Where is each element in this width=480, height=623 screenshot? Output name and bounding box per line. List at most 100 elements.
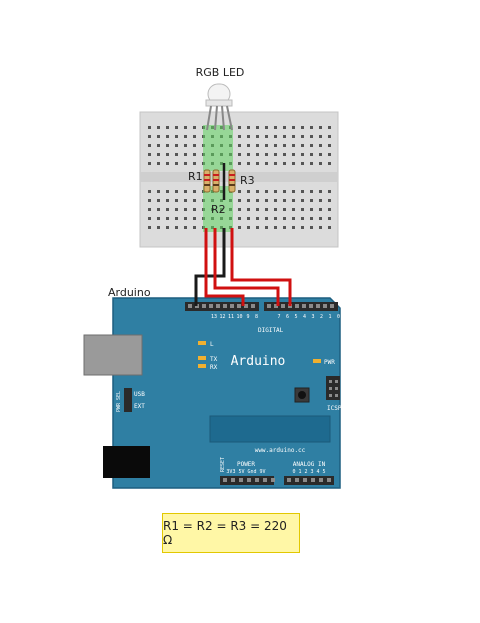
breadboard-hole: [175, 135, 178, 138]
icsp-pin: [335, 394, 338, 397]
breadboard-hole: [265, 199, 268, 202]
led-tx-label: TX: [210, 356, 218, 363]
reset-button: [298, 391, 306, 399]
breadboard-hole: [166, 190, 169, 193]
breadboard-hole: [274, 199, 277, 202]
breadboard-hole: [328, 126, 331, 129]
breadboard-hole: [157, 135, 160, 138]
breadboard-hole: [310, 199, 313, 202]
breadboard-hole: [193, 153, 196, 156]
breadboard-hole: [193, 199, 196, 202]
header-pin: [323, 304, 327, 308]
breadboard-hole: [184, 226, 187, 229]
breadboard-hole: [292, 162, 295, 165]
led-l: [198, 341, 206, 345]
breadboard-hole: [175, 208, 178, 211]
pin-number-label: 3: [311, 314, 314, 320]
header-pin: [223, 478, 227, 482]
breadboard-hole: [148, 190, 151, 193]
breadboard-hole: [184, 144, 187, 147]
breadboard-hole: [175, 144, 178, 147]
breadboard-hole: [166, 126, 169, 129]
breadboard-hole: [265, 190, 268, 193]
breadboard-hole: [157, 217, 160, 220]
power-pins-label: 3V3 5V Gnd 9V: [226, 469, 265, 475]
breadboard-hole: [184, 126, 187, 129]
breadboard-hole: [301, 153, 304, 156]
breadboard-hole: [274, 126, 277, 129]
breadboard-hole: [310, 217, 313, 220]
breadboard-hole: [292, 153, 295, 156]
digital-label: DIGITAL: [258, 327, 284, 334]
header-pin: [202, 304, 206, 308]
breadboard-hole: [247, 153, 250, 156]
wire-gnd: [194, 228, 226, 306]
breadboard-hole: [157, 208, 160, 211]
breadboard-hole: [274, 190, 277, 193]
breadboard-hole: [238, 153, 241, 156]
breadboard-hole: [301, 126, 304, 129]
breadboard: [139, 111, 339, 248]
breadboard-hole: [166, 135, 169, 138]
breadboard-hole: [283, 217, 286, 220]
analog-pins-label: 0 1 2 3 4 5: [292, 469, 325, 475]
breadboard-hole: [310, 226, 313, 229]
breadboard-hole: [256, 153, 259, 156]
breadboard-hole: [184, 162, 187, 165]
pin-number-label: 11: [228, 314, 234, 320]
breadboard-hole: [274, 162, 277, 165]
breadboard-hole: [166, 217, 169, 220]
pin-number-label: 7: [277, 314, 280, 320]
header-pin: [302, 304, 306, 308]
header-pin: [239, 478, 243, 482]
header-pin: [267, 304, 271, 308]
breadboard-hole: [292, 217, 295, 220]
breadboard-hole: [265, 226, 268, 229]
icsp-pin: [329, 387, 332, 390]
breadboard-hole: [157, 126, 160, 129]
breadboard-hole: [292, 208, 295, 211]
breadboard-hole: [238, 144, 241, 147]
breadboard-hole: [319, 190, 322, 193]
header-pin: [319, 478, 323, 482]
icsp-pin: [335, 380, 338, 383]
usb-connector: [83, 334, 143, 376]
breadboard-hole: [175, 217, 178, 220]
breadboard-hole: [157, 144, 160, 147]
breadboard-hole: [319, 126, 322, 129]
breadboard-hole: [283, 153, 286, 156]
breadboard-hole: [283, 126, 286, 129]
breadboard-hole: [256, 208, 259, 211]
pin-number-label: 8: [255, 314, 258, 320]
breadboard-hole: [274, 144, 277, 147]
breadboard-hole: [301, 135, 304, 138]
breadboard-hole: [247, 226, 250, 229]
pin-number-label: 5: [294, 314, 297, 320]
breadboard-hole: [292, 126, 295, 129]
led-pwr: [313, 359, 321, 363]
breadboard-hole: [247, 208, 250, 211]
resistor-column-highlight: [203, 186, 233, 232]
breadboard-hole: [175, 126, 178, 129]
breadboard-hole: [319, 153, 322, 156]
pin-number-label: 2: [320, 314, 323, 320]
pin-number-label: 1: [328, 314, 331, 320]
breadboard-hole: [292, 190, 295, 193]
analog-in-label: ANALOG IN: [293, 461, 326, 468]
header-pin: [209, 304, 213, 308]
breadboard-hole: [256, 144, 259, 147]
breadboard-hole: [274, 208, 277, 211]
header-pin: [274, 304, 278, 308]
breadboard-hole: [283, 144, 286, 147]
breadboard-hole: [247, 190, 250, 193]
header-pin: [263, 478, 267, 482]
breadboard-hole: [328, 217, 331, 220]
breadboard-hole: [166, 153, 169, 156]
breadboard-hole: [148, 135, 151, 138]
breadboard-hole: [265, 217, 268, 220]
breadboard-hole: [238, 135, 241, 138]
breadboard-hole: [310, 153, 313, 156]
breadboard-hole: [175, 153, 178, 156]
breadboard-hole: [319, 226, 322, 229]
breadboard-hole: [247, 162, 250, 165]
